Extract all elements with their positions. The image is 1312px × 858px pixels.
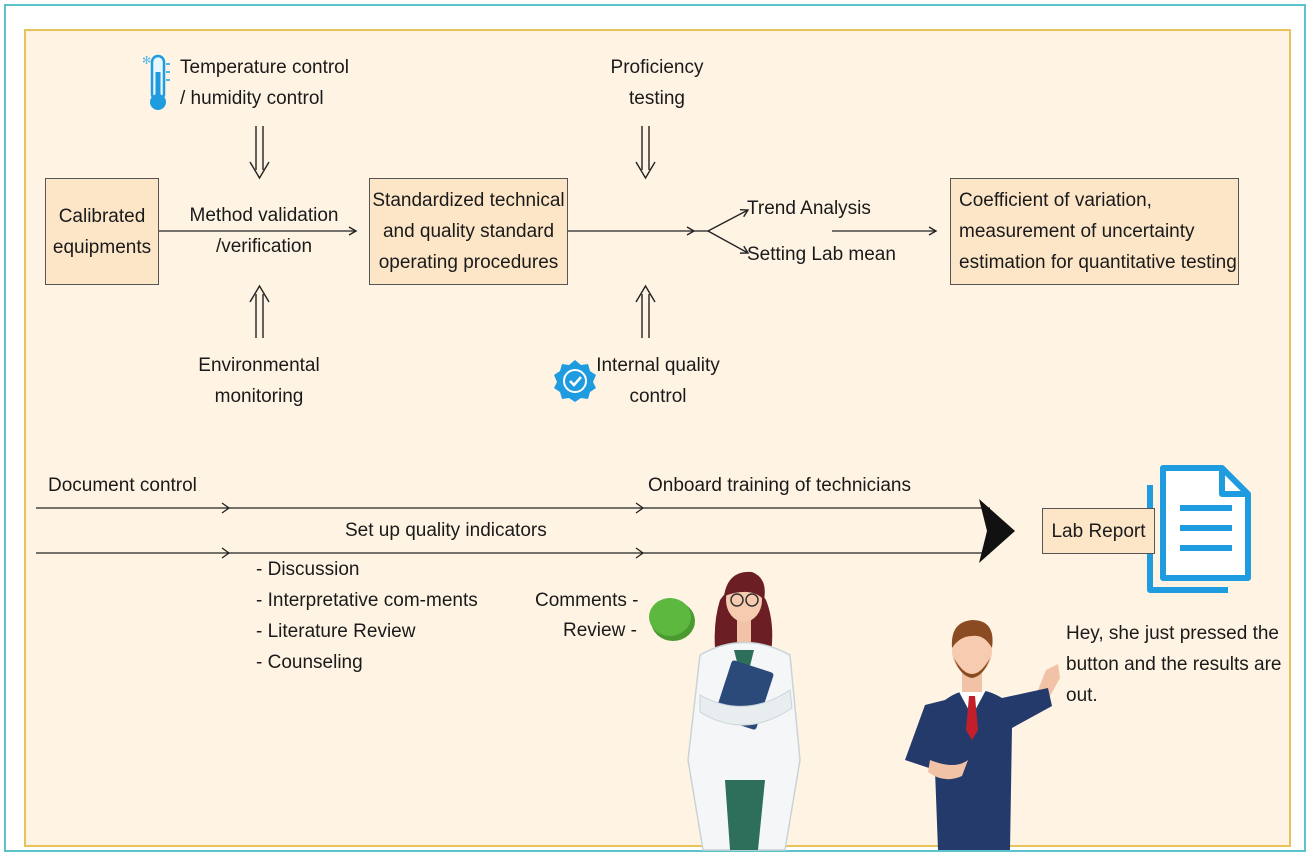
label-comments: Comments -	[535, 590, 639, 611]
label-onboard-training: Onboard training of technicians	[648, 475, 911, 496]
label-quality-indicators: Set up quality indicators	[345, 520, 547, 541]
document-icon	[1147, 465, 1251, 593]
verified-badge-icon	[554, 360, 596, 402]
tick-upper-2	[635, 502, 645, 514]
label-internal-quality-control: Internal quality control	[596, 355, 720, 407]
diagram-panel	[24, 29, 1291, 847]
label-document-control: Document control	[48, 475, 197, 496]
box-coefficient-of-variation: Coefficient of variation, measurement of…	[950, 178, 1239, 285]
double-arrow-down-proficiency	[635, 126, 656, 180]
label-proficiency-testing: Proficiency testing	[610, 57, 704, 109]
big-chevron-icon	[979, 499, 1015, 563]
label-review: Review -	[563, 620, 637, 641]
bullet-discussion: - Discussion	[256, 559, 360, 580]
label-setting-lab-mean: Setting Lab mean	[747, 244, 896, 265]
double-arrow-up-internal-qc	[635, 284, 656, 338]
bullet-literature-review: - Literature Review	[256, 621, 416, 642]
double-arrow-up-environmental	[249, 284, 270, 338]
double-arrow-down-temperature	[249, 126, 270, 180]
box-standardized-procedures: Standardized technical and quality stand…	[369, 178, 568, 285]
svg-text:✻: ✻	[142, 54, 151, 67]
tick-upper-1	[221, 502, 231, 514]
green-button-icon	[649, 598, 695, 641]
bullet-list: - Discussion - Interpretative com-ments …	[256, 554, 478, 678]
speech-text: Hey, she just pressed the button and the…	[1066, 623, 1282, 706]
tick-lower-2	[635, 547, 645, 559]
box-calibrated-equipments: Calibrated equipments	[45, 178, 159, 285]
woman-scientist-figure	[687, 571, 801, 851]
bullet-counseling: - Counseling	[256, 652, 363, 673]
label-environmental-monitoring: Environmental monitoring	[198, 355, 320, 407]
arrow-branch-trend	[707, 209, 750, 232]
businessman-figure	[905, 620, 1060, 850]
label-temperature-control: Temperature control / humidity control	[180, 57, 349, 109]
box-lab-report: Lab Report	[1042, 508, 1155, 554]
label-method-validation: Method validation /verification	[189, 205, 339, 257]
tick-lower-1	[221, 547, 231, 559]
bullet-interpretative-comments: - Interpretative com-ments	[256, 590, 478, 611]
arrow-branch-mean	[707, 230, 750, 254]
thermometer-icon: ✻	[142, 54, 170, 110]
label-trend-analysis: Trend Analysis	[747, 198, 871, 219]
